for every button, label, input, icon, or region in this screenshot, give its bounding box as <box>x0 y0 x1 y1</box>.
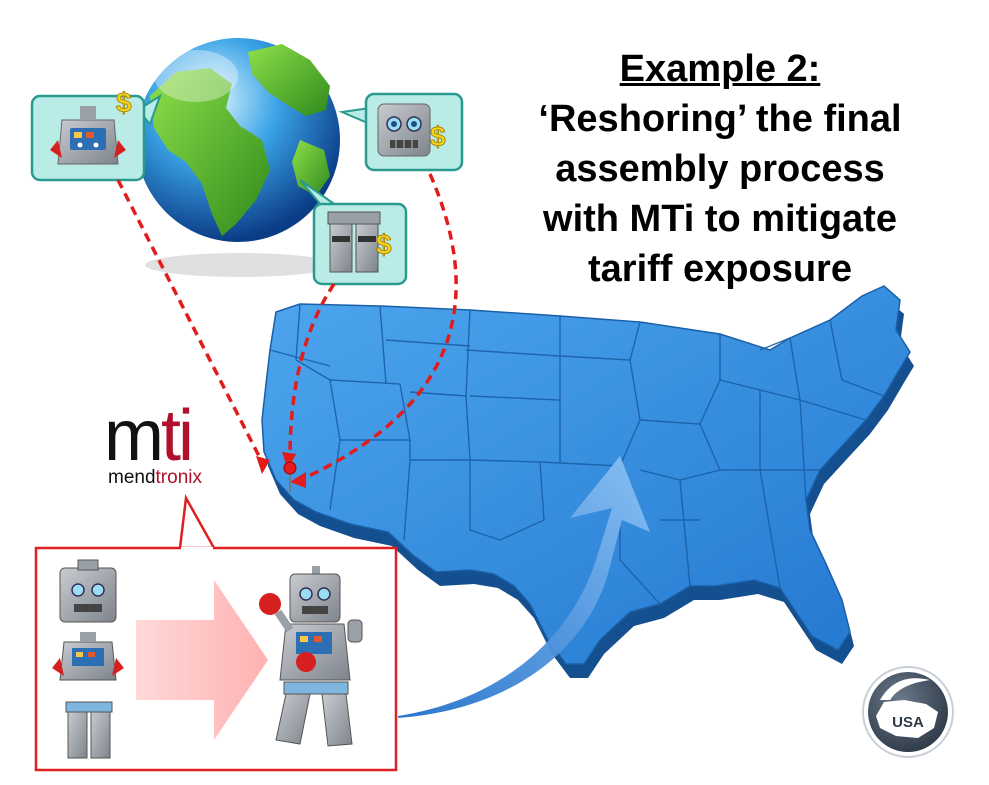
usa-badge-text: USA <box>892 714 924 731</box>
route-torso-arrow <box>116 179 264 463</box>
usa-badge-icon: USA <box>862 666 954 758</box>
logo-wordmark-a: mend <box>108 467 156 488</box>
assembled-robot-icon <box>259 566 363 747</box>
callout-torso: $ <box>30 87 162 182</box>
globe-icon <box>136 38 340 277</box>
usa-map <box>261 285 914 678</box>
currency-sign: $ <box>430 121 446 152</box>
logo-wordmark-b: tronix <box>155 467 202 488</box>
currency-sign: $ <box>116 87 132 118</box>
robot-legs-icon <box>327 211 381 273</box>
supply-route-arrows <box>116 173 458 482</box>
location-pin-icon <box>283 461 297 492</box>
logo-mark-ti: ti <box>160 396 194 476</box>
logo-mark: mti <box>104 400 244 472</box>
route-arrowheads <box>256 452 306 488</box>
usa-map-surface <box>261 285 911 665</box>
robot-torso-icon <box>50 106 126 165</box>
robot-head-icon <box>59 559 117 623</box>
route-head-arrow <box>299 173 458 482</box>
title-line-4: with MTi to mitigate <box>543 198 897 240</box>
slide-title: Example 2: ‘Reshoring’ the final assembl… <box>500 44 940 294</box>
robot-head-icon <box>377 103 431 157</box>
robot-torso-icon <box>52 632 124 681</box>
assembly-arrow <box>136 580 268 740</box>
title-line-5: tariff exposure <box>588 248 852 290</box>
logo-mark-m: m <box>104 396 164 476</box>
title-line-3: assembly process <box>555 148 885 190</box>
reshoring-arrow <box>398 456 650 718</box>
callout-head: $ <box>338 92 464 172</box>
currency-sign: $ <box>376 229 392 260</box>
robot-legs-icon <box>65 701 113 759</box>
assembly-callout <box>34 494 398 772</box>
callout-legs: $ <box>299 179 408 286</box>
title-line-1: Example 2: <box>619 48 821 90</box>
mendtronix-logo: mti mendtronix <box>104 400 244 488</box>
title-line-2: ‘Reshoring’ the final <box>538 98 902 140</box>
logo-wordmark: mendtronix <box>108 468 244 488</box>
route-legs-arrow <box>288 283 336 459</box>
